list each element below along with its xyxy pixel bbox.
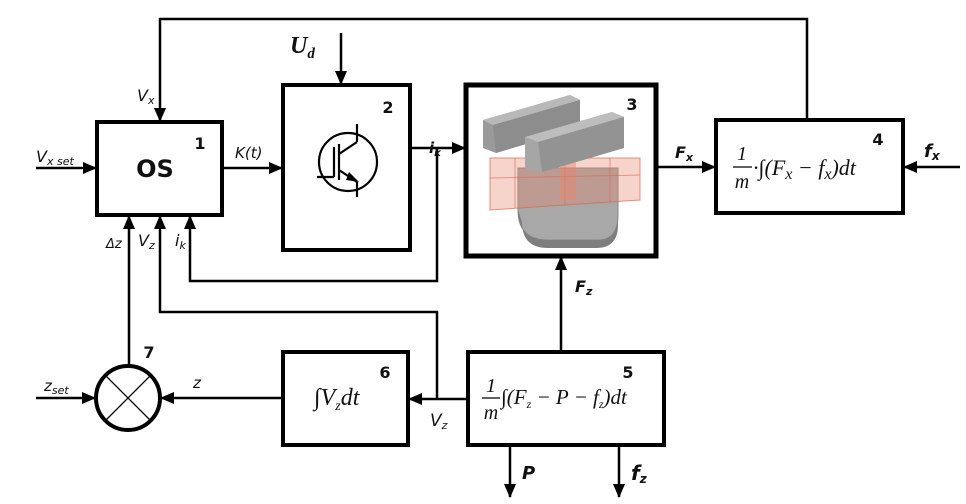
svg-text:1: 1: [737, 143, 747, 165]
label-ik-in: ik: [175, 231, 186, 252]
label-fx-out: Fx: [675, 143, 694, 164]
block-1-label: OS: [136, 155, 174, 183]
label-dz: Δz: [105, 237, 123, 252]
feedback-ik-line: [184, 148, 439, 283]
label-z: z: [192, 374, 202, 392]
label-fz: Fz: [575, 277, 593, 298]
label-p: P: [522, 463, 535, 484]
block-7-summing-junction[interactable]: 7: [94, 343, 162, 432]
block-4-x-dynamics[interactable]: 4 1 m ·∫(Fx − fx)dt: [714, 118, 905, 215]
electromagnet-icon: [483, 95, 641, 248]
label-z-set: zset: [43, 377, 69, 397]
block-5-z-dynamics[interactable]: 5 1 m ∫(Fz − P − fz)dt: [466, 350, 666, 447]
label-vx: Vx: [137, 86, 155, 107]
svg-text:·∫(Fx − fx)dt: ·∫(Fx − fx)dt: [753, 155, 857, 183]
label-vz-in: Vz: [138, 231, 155, 252]
block-2-number: 2: [382, 98, 393, 117]
igbt-transistor-icon: [317, 124, 379, 197]
label-kt: K(t): [235, 144, 262, 162]
summing-junction-icon: [94, 364, 162, 432]
svg-text:m: m: [484, 402, 498, 424]
block-2-inverter[interactable]: 2: [281, 83, 412, 252]
signal-labels: Vx set Vx K(t) Ud ik Fx fx Δz Vz ik Fz z…: [36, 33, 941, 486]
connections: [36, 17, 960, 498]
block-5-number: 5: [622, 363, 633, 382]
label-ik-out: ik: [429, 139, 442, 159]
feedback-vz-line: [154, 215, 439, 399]
label-fz-disturbance: fz: [631, 461, 648, 486]
label-vx-set: Vx set: [36, 147, 74, 168]
svg-text:1: 1: [486, 375, 496, 397]
block-6-integrator[interactable]: 6 ∫Vzdt: [281, 350, 410, 447]
block-1-os[interactable]: OS 1: [95, 120, 224, 217]
label-ud: Ud: [290, 33, 315, 62]
block-1-number: 1: [194, 134, 205, 153]
label-vz-out: Vz: [430, 411, 448, 432]
block-5-formula: 1 m ∫(Fz − P − fz)dt: [482, 375, 628, 424]
label-fx-disturbance: fx: [924, 141, 941, 163]
svg-text:m: m: [735, 171, 749, 193]
block-6-formula: ∫Vzdt: [312, 385, 361, 414]
block-4-formula: 1 m ·∫(Fx − fx)dt: [733, 143, 857, 193]
block-3-number: 3: [626, 95, 637, 114]
feedback-vx-line: [154, 17, 809, 122]
block-6-number: 6: [379, 363, 390, 382]
block-3-electromagnet[interactable]: 3: [463, 82, 659, 259]
block-7-number: 7: [143, 343, 154, 362]
svg-text:∫(Fz − P − fz)dt: ∫(Fz − P − fz)dt: [499, 385, 628, 411]
block-4-number: 4: [872, 130, 883, 149]
